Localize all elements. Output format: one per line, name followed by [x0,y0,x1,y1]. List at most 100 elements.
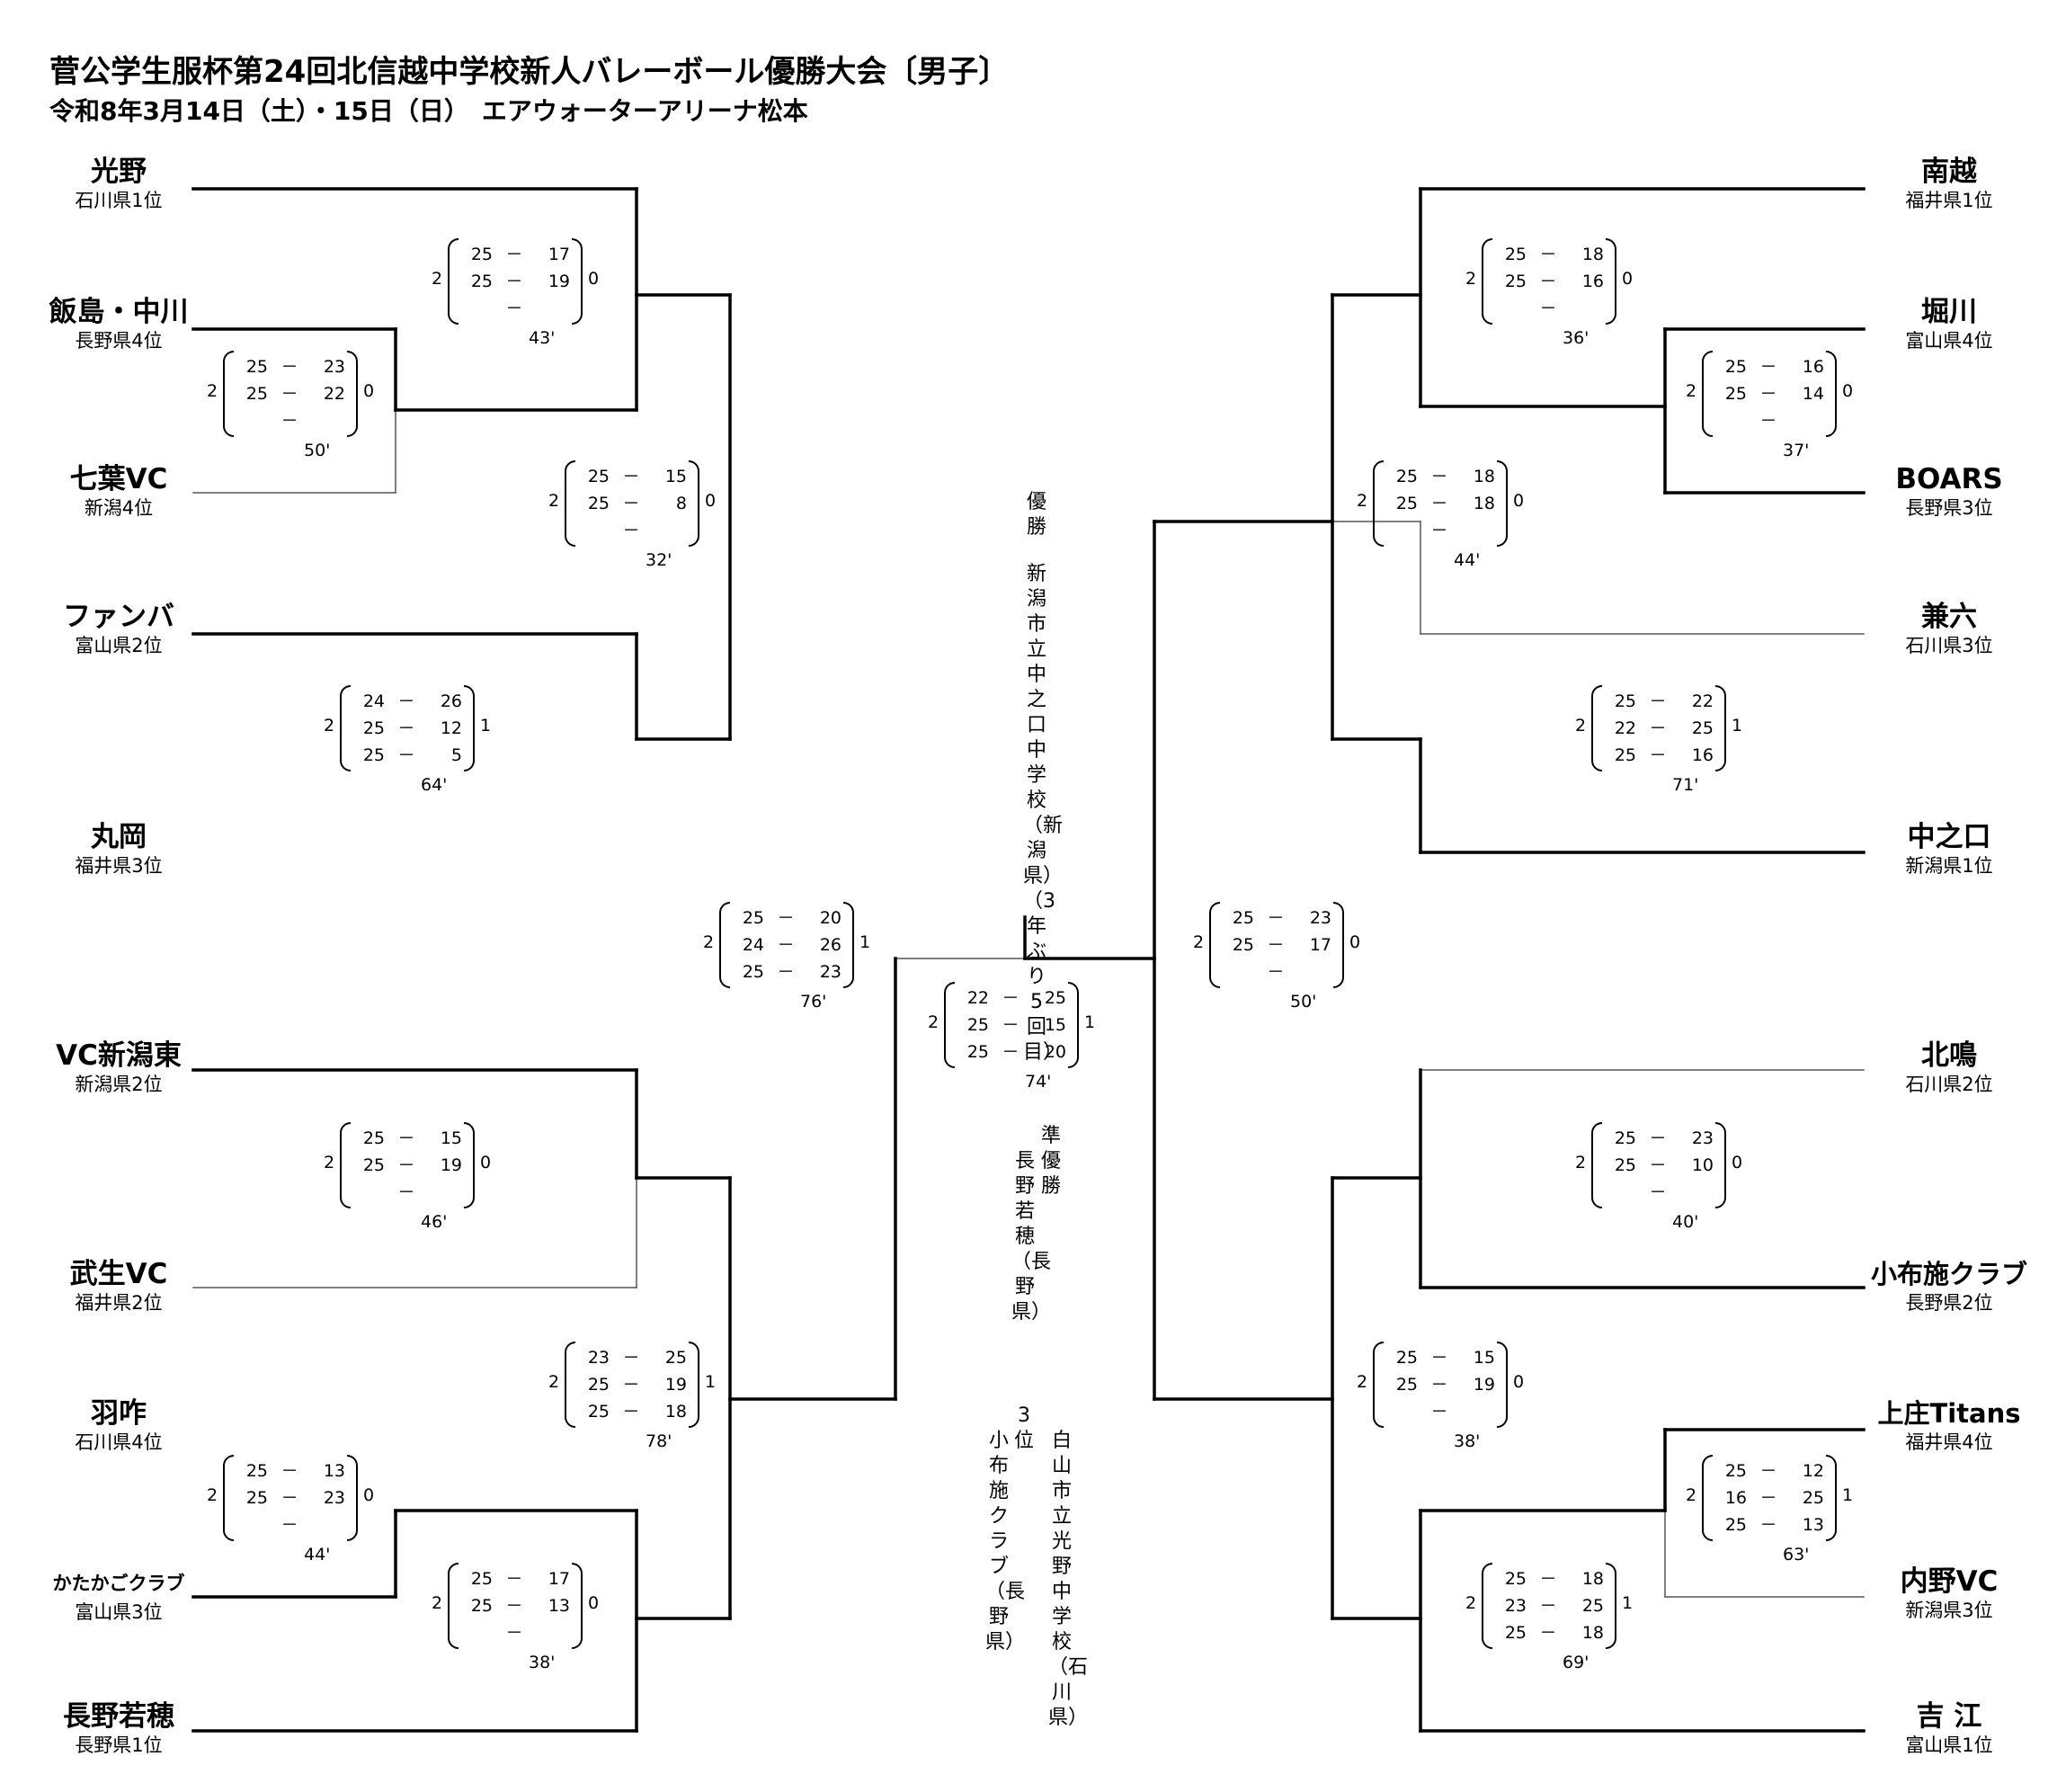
match-time: 63' [1783,1545,1810,1565]
bracket-paren-right [1606,1563,1616,1649]
sets-won-right: 0 [1731,1153,1743,1172]
set-dash: － [1649,745,1667,765]
set-score-left: 22 [1614,718,1636,738]
set-dash: － [777,962,795,982]
set-row: 25－8 [577,491,687,516]
set-row: 25－17 [460,242,570,267]
team-l10: 長野若穂長野県1位 [2,1699,236,1757]
sets-won-right: 1 [1083,1012,1096,1032]
sets-won-right: 1 [1731,716,1743,736]
set-dash: － [1649,691,1667,711]
set-dash: － [280,411,298,431]
sets-won-left: 2 [1192,932,1205,952]
set-row: 25－10 [1604,1153,1714,1178]
bracket-paren-left [1591,685,1602,771]
set-score-left: 25 [1614,1128,1636,1148]
set-score-left: 25 [362,718,385,738]
third-place-name-b: 小布施クラブ（長野県） [985,1430,1026,1654]
set-dash: － [397,1128,415,1148]
set-dash: － [1539,1623,1557,1643]
team-prefecture: 新潟県1位 [1905,855,1993,877]
set-score-left: 24 [362,691,385,711]
match-time: 36' [1563,328,1590,348]
set-score-right: 17 [548,245,570,264]
team-prefecture: 長野県4位 [75,330,163,352]
set-score-right: 19 [440,1155,462,1175]
sets-won-right: 1 [704,1372,717,1392]
bracket-paren-right [464,1122,475,1208]
match-time: 38' [1454,1431,1481,1451]
team-name: 中之口 [1907,821,1991,853]
set-dash: － [1759,357,1777,377]
set-row: 25－18 [1494,1620,1604,1645]
bracket-paren-right [1715,1122,1726,1208]
page-subtitle: 令和8年3月14日（土）・15日（日） エアウォーターアリーナ松本 [49,96,808,126]
set-row: 25－16 [1604,743,1714,768]
bracket-paren-right [464,685,475,771]
set-score-left: 25 [1724,384,1747,404]
set-score-left: 25 [470,245,493,264]
bracket-paren-right [689,1342,699,1428]
match-time: 78' [646,1431,672,1451]
set-row: 25－20 [957,1039,1066,1065]
set-dash: － [1539,272,1557,291]
match-time: 43' [529,328,556,348]
team-r10: 吉 江富山県1位 [1832,1699,2057,1757]
set-row: 25－23 [236,1485,345,1511]
set-row: － [577,518,687,543]
bracket-paren-right [1068,982,1079,1068]
set-score-right: 18 [1581,245,1604,264]
sets-won-right: 0 [1841,381,1854,401]
set-dash: － [1267,935,1285,955]
set-score-right: 13 [323,1461,345,1481]
set-dash: － [1539,245,1557,264]
team-name: BOARS [1895,463,2003,495]
set-score-left: 25 [587,494,610,513]
set-dash: － [777,908,795,928]
set-row: 22－25 [1604,716,1714,741]
bracket-paren-right [1333,902,1344,988]
match-time: 32' [646,550,672,570]
team-name: 小布施クラブ [1870,1259,2027,1289]
team-name: 長野若穂 [63,1700,174,1733]
bracket-paren-left [1702,1455,1713,1541]
set-score-right: 18 [1473,467,1495,486]
team-name: 内野VC [1900,1565,1999,1598]
sets-won-left: 2 [206,381,218,401]
sets-won-right: 1 [859,932,871,952]
set-row: 24－26 [352,689,462,714]
set-row: 23－25 [1494,1593,1604,1618]
set-dash: － [280,1461,298,1481]
set-dash: － [1649,1182,1667,1202]
set-score-right: 12 [1802,1461,1824,1481]
set-score-right: 22 [323,384,345,404]
set-row: 25－13 [1714,1512,1824,1538]
set-score-right: 17 [1309,935,1331,955]
set-dash: － [1539,299,1557,318]
sets-won-left: 2 [548,491,560,511]
match-time: 40' [1672,1212,1699,1232]
bracket-paren-left [448,1563,459,1649]
team-name: 堀川 [1921,296,1977,328]
set-score-left: 25 [362,1128,385,1148]
set-row: 25－23 [1604,1126,1714,1151]
third-place-name-a: 白山市立光野中学校（石川県） [1048,1430,1089,1729]
team-prefecture: 石川県1位 [75,190,163,211]
set-row: 25－18 [577,1399,687,1424]
bracket-paren-left [1373,460,1384,547]
set-row: 25－5 [352,743,462,768]
set-row: 25－23 [236,354,345,379]
team-prefecture: 石川県3位 [1905,635,1993,656]
set-dash: － [1267,908,1285,928]
team-r5: 中之口新潟県1位 [1832,820,2057,878]
sets-won-right: 0 [587,1593,600,1613]
set-row: 25－18 [1385,464,1495,489]
set-score-left: 25 [1614,745,1636,765]
team-r4: 兼六石川県3位 [1832,600,2057,657]
team-l4: ファンバ富山県2位 [2,600,236,657]
set-score-right: 18 [664,1402,687,1422]
bracket-paren-right [347,1455,358,1541]
